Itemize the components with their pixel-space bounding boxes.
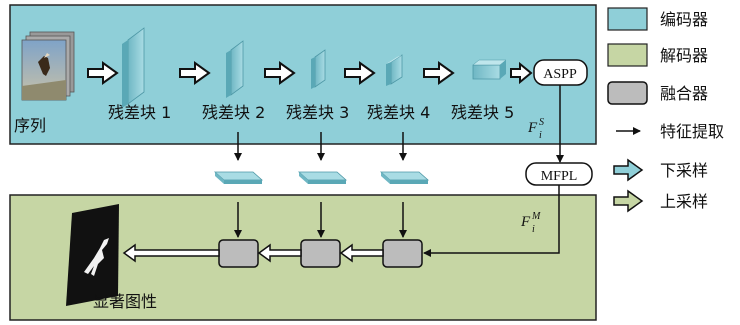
svg-text:S: S	[539, 117, 544, 128]
fusion-box-2	[300, 239, 341, 268]
residual-block-1	[122, 27, 145, 108]
feature-map-1	[213, 171, 264, 184]
block-label-5: 残差块 5	[451, 103, 514, 122]
fs-symbol: F S i	[527, 117, 544, 141]
downsample-arrow-5	[423, 61, 455, 85]
legend-downsample-label: 下采样	[660, 161, 708, 180]
feature-map-3	[379, 171, 430, 184]
downsample-arrow-3	[264, 61, 296, 85]
block-label-4: 残差块 4	[367, 103, 430, 122]
downsample-arrow-6	[510, 61, 533, 85]
svg-text:F: F	[527, 120, 538, 136]
encoder-panel: 序列	[9, 4, 597, 145]
fusion-box-3	[382, 239, 423, 268]
block-label-1: 残差块 1	[108, 103, 171, 122]
fusion-box-1	[218, 239, 259, 268]
downsample-arrow-2	[179, 61, 211, 85]
mfpl-label: MFPL	[541, 169, 578, 184]
legend-encoder-label: 编码器	[660, 10, 708, 29]
upsample-arrow-1	[339, 243, 384, 263]
saliency-label: 显著图性	[93, 292, 157, 311]
upsample-arrow-2	[257, 243, 302, 263]
mfpl-to-fusion-arrow	[423, 185, 560, 257]
input-sequence-image	[21, 31, 75, 101]
upsample-arrow-3	[122, 243, 220, 263]
legend-downsample-arrow-icon	[613, 158, 644, 182]
legend-decoder-label: 解码器	[660, 46, 708, 65]
decoder-panel: F M i 显著图性	[9, 185, 597, 321]
downsample-arrow-4	[344, 61, 376, 85]
aspp-label: ASPP	[543, 67, 577, 82]
residual-block-4	[386, 54, 403, 86]
block-label-2: 残差块 2	[202, 103, 265, 122]
svg-text:i: i	[539, 130, 542, 141]
legend-feature-label: 特征提取	[660, 122, 724, 141]
residual-block-3	[311, 49, 326, 89]
saliency-map-image	[66, 204, 119, 306]
legend: 编码器 解码器 融合器 特征提取 下采样 上采样	[607, 7, 724, 213]
feature-map-2	[297, 171, 348, 184]
svg-text:i: i	[532, 224, 535, 235]
legend-fusion-swatch	[607, 81, 648, 105]
block-label-3: 残差块 3	[286, 103, 349, 122]
legend-encoder-swatch	[607, 7, 648, 31]
svg-text:M: M	[531, 211, 541, 222]
fm-symbol: F M i	[520, 211, 541, 235]
svg-text:F: F	[520, 214, 531, 230]
legend-upsample-arrow-icon	[613, 189, 644, 213]
legend-fusion-label: 融合器	[660, 84, 708, 103]
downsample-arrow-1	[87, 61, 119, 85]
residual-block-2	[226, 40, 244, 98]
sequence-label: 序列	[14, 116, 46, 135]
residual-block-5	[472, 59, 507, 80]
legend-upsample-label: 上采样	[660, 192, 708, 211]
legend-decoder-swatch	[607, 43, 648, 67]
